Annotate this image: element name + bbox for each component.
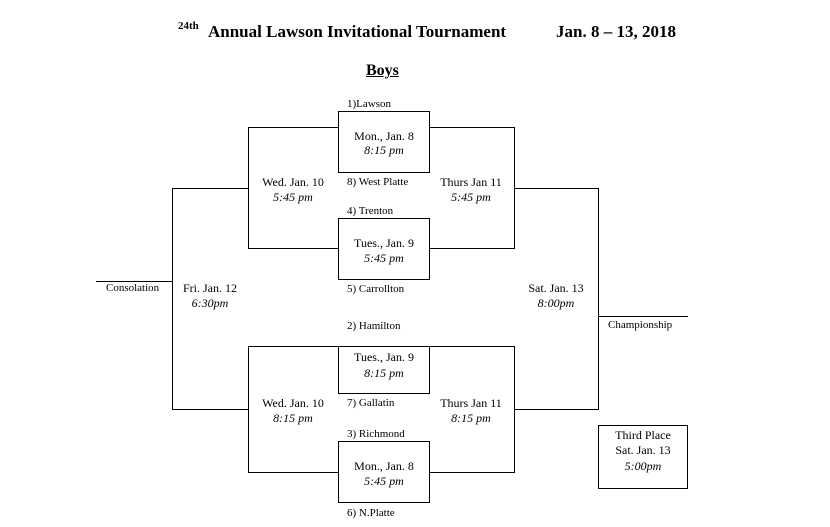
game-day: Tues., Jan. 9 xyxy=(354,350,414,364)
bracket-line xyxy=(172,188,248,189)
game-box-tue-top xyxy=(338,218,430,280)
team-n-platte: 6) N.Platte xyxy=(347,507,395,519)
bracket-line xyxy=(172,409,248,410)
title-name: Annual Lawson Invitational Tournament xyxy=(208,22,507,41)
game-box-tue-bottom xyxy=(338,346,430,394)
title-dates: Jan. 8 – 13, 2018 xyxy=(556,22,676,41)
game-time: 8:15 pm xyxy=(364,143,404,157)
bracket-line xyxy=(514,188,598,189)
game-day: Thurs Jan 11 xyxy=(440,175,502,189)
bracket-line xyxy=(430,346,514,347)
game-time: 5:45 pm xyxy=(364,474,404,488)
game-time: 8:15 pm xyxy=(273,411,313,425)
bracket-line xyxy=(248,127,338,128)
game-box-mon-bottom xyxy=(338,441,430,503)
game-day: Wed. Jan. 10 xyxy=(262,175,324,189)
section-heading: Boys xyxy=(366,62,399,79)
bracket-line xyxy=(430,472,514,473)
game-time: 5:45 pm xyxy=(451,190,491,204)
bracket-line xyxy=(514,409,598,410)
bracket-line xyxy=(248,472,338,473)
team-carrollton: 5) Carrollton xyxy=(347,283,405,295)
team-trenton: 4) Trenton xyxy=(347,205,394,217)
championship-line xyxy=(598,316,688,317)
bracket-line xyxy=(248,248,338,249)
consolation-line xyxy=(96,281,172,282)
game-day: Mon., Jan. 8 xyxy=(354,459,414,473)
bracket-line xyxy=(598,188,599,410)
bracket-line xyxy=(248,346,338,347)
third-place-time: 5:00pm xyxy=(624,459,662,473)
bracket-line xyxy=(430,248,514,249)
team-richmond: 3) Richmond xyxy=(347,428,405,440)
game-day: Thurs Jan 11 xyxy=(440,396,502,410)
team-west-platte: 8) West Platte xyxy=(347,176,409,188)
championship-label: Championship xyxy=(608,319,673,331)
game-day: Sat. Jan. 13 xyxy=(528,281,584,295)
bracket-line xyxy=(430,127,514,128)
game-time: 5:45 pm xyxy=(364,251,404,265)
game-time: 5:45 pm xyxy=(273,190,313,204)
game-time: 8:00pm xyxy=(537,296,575,310)
third-place-box xyxy=(598,425,688,489)
tournament-title: 24th Annual Lawson Invitational Tourname… xyxy=(0,18,830,48)
game-time: 8:15 pm xyxy=(451,411,491,425)
third-place-title: Third Place xyxy=(615,428,671,442)
game-box-mon-top xyxy=(338,111,430,173)
team-hamilton: 2) Hamilton xyxy=(347,320,401,332)
bracket-line xyxy=(172,188,173,410)
game-day: Tues., Jan. 9 xyxy=(354,236,414,250)
game-day: Fri. Jan. 12 xyxy=(183,281,237,295)
third-place-day: Sat. Jan. 13 xyxy=(615,443,671,457)
game-day: Mon., Jan. 8 xyxy=(354,129,414,143)
consolation-label: Consolation xyxy=(106,282,160,294)
team-gallatin: 7) Gallatin xyxy=(347,397,395,409)
bracket-line xyxy=(248,127,249,249)
game-day: Wed. Jan. 10 xyxy=(262,396,324,410)
team-lawson: 1)Lawson xyxy=(347,98,391,110)
bracket-line xyxy=(248,346,249,473)
title-ordinal: 24th xyxy=(178,20,199,32)
game-time: 6:30pm xyxy=(191,296,229,310)
game-time: 8:15 pm xyxy=(364,366,404,380)
